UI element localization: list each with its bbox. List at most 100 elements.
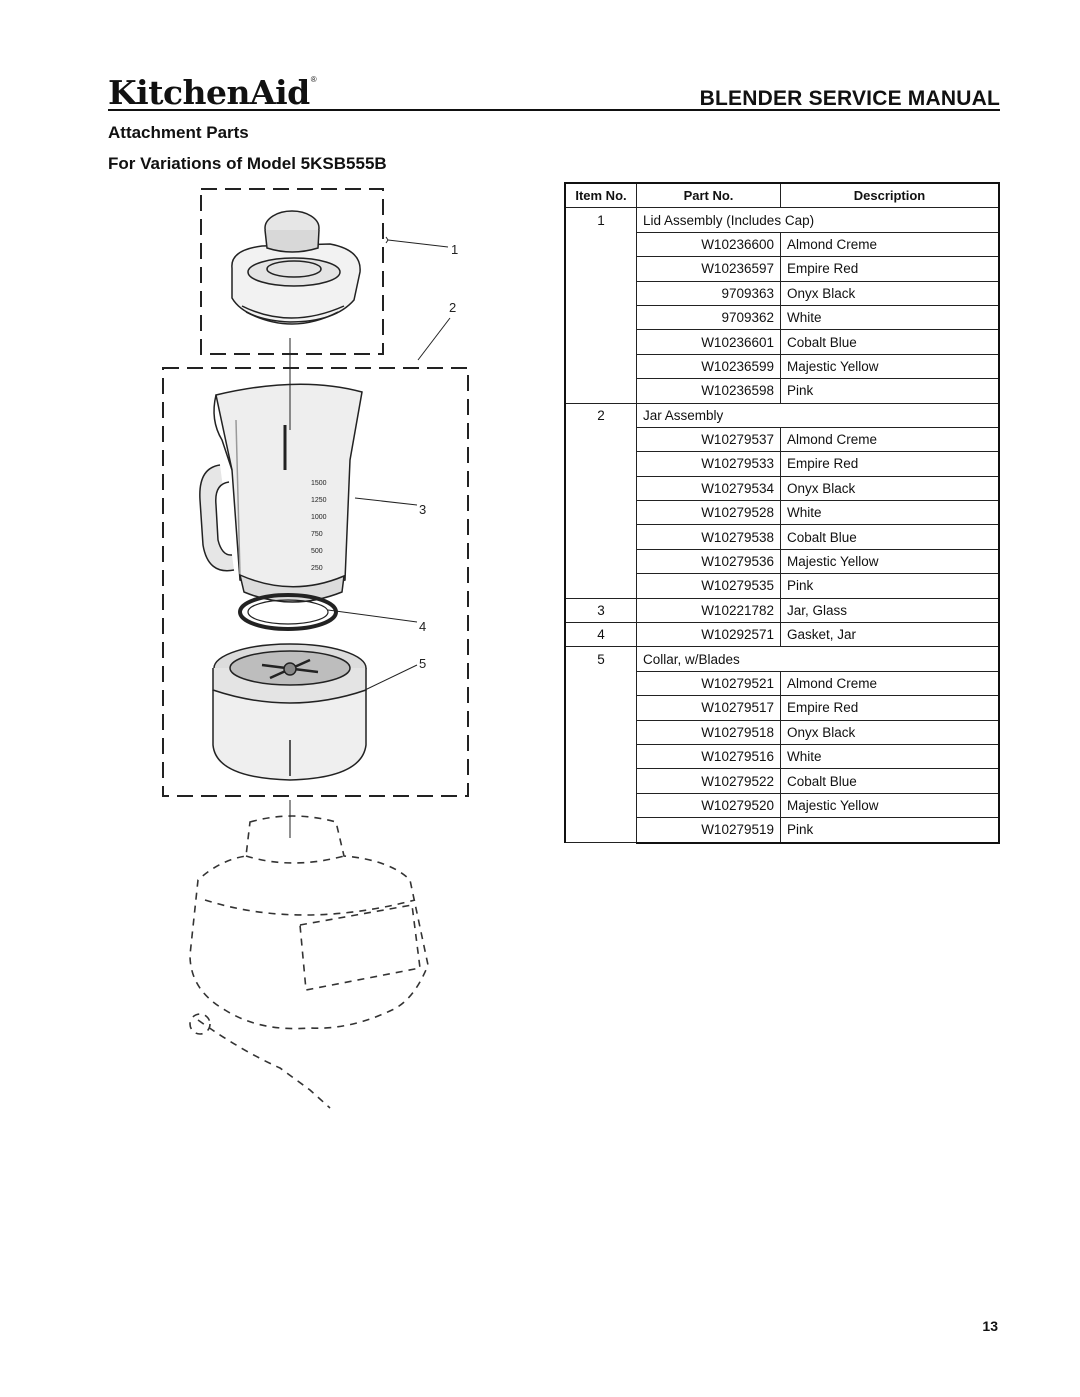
jar-marking: 1000 bbox=[311, 514, 327, 521]
description-cell: White bbox=[780, 304, 1000, 331]
part-no-cell: W10279519 bbox=[636, 817, 781, 844]
item-no-cell bbox=[564, 500, 637, 525]
description-cell: Jar, Glass bbox=[780, 597, 1000, 624]
jar-marking: 1250 bbox=[311, 497, 327, 504]
description-cell: Onyx Black bbox=[780, 719, 1000, 745]
description-cell: Cobalt Blue bbox=[780, 768, 1000, 794]
item-no-cell bbox=[564, 281, 637, 306]
description-cell: Gasket, Jar bbox=[780, 622, 1000, 648]
assembly-name-cell: Lid Assembly (Includes Cap) bbox=[636, 207, 1000, 233]
part-no-cell: 9709363 bbox=[636, 280, 781, 306]
model-title: For Variations of Model 5KSB555B bbox=[108, 154, 387, 173]
part-no-cell: W10279518 bbox=[636, 719, 781, 745]
item-no-cell bbox=[564, 744, 637, 769]
jar-drawing bbox=[199, 383, 363, 603]
assembly-name-cell: Collar, w/Blades bbox=[636, 646, 1000, 672]
item-no-cell bbox=[564, 671, 637, 696]
part-no-cell: 9709362 bbox=[636, 304, 781, 331]
item-no-cell: 3 bbox=[564, 597, 637, 624]
description-cell: Pink bbox=[780, 817, 1000, 844]
jar-marking: 500 bbox=[311, 548, 323, 555]
part-no-cell: W10279528 bbox=[636, 500, 781, 526]
item-no-cell bbox=[564, 305, 637, 330]
description-cell: Empire Red bbox=[780, 256, 1000, 282]
description-cell: White bbox=[780, 500, 1000, 526]
description-cell: Empire Red bbox=[780, 451, 1000, 477]
part-no-cell: W10236599 bbox=[636, 353, 781, 380]
assembly-name-cell: Jar Assembly bbox=[636, 402, 1000, 428]
item-no-cell: 2 bbox=[564, 402, 637, 428]
description-cell: Majestic Yellow bbox=[780, 548, 1000, 575]
description-cell: Majestic Yellow bbox=[780, 792, 1000, 819]
part-no-cell: W10236598 bbox=[636, 378, 781, 404]
jar-marking: 750 bbox=[311, 531, 323, 538]
item-no-cell bbox=[564, 720, 637, 745]
part-no-cell: W10279537 bbox=[636, 426, 781, 453]
callout-4: 4 bbox=[419, 619, 426, 634]
gasket-drawing bbox=[238, 593, 338, 631]
description-cell: Pink bbox=[780, 573, 1000, 599]
jar-marking: 250 bbox=[311, 565, 323, 572]
part-no-cell: W10279533 bbox=[636, 451, 781, 477]
description-cell: Cobalt Blue bbox=[780, 329, 1000, 355]
item-no-cell: 1 bbox=[564, 207, 637, 233]
part-no-cell: W10292571 bbox=[636, 622, 781, 648]
callout-3: 3 bbox=[419, 502, 426, 517]
part-no-cell: W10279536 bbox=[636, 548, 781, 575]
lid-assembly-drawing bbox=[231, 210, 361, 325]
item-no-cell bbox=[564, 817, 637, 844]
brand-name: KitchenAid bbox=[108, 73, 310, 112]
kitchenaid-logo: KitchenAid® bbox=[108, 73, 317, 112]
callout-leaders bbox=[327, 236, 451, 691]
description-cell: Onyx Black bbox=[780, 475, 1000, 502]
item-no-cell: 4 bbox=[564, 622, 637, 648]
exploded-parts-diagram: 1500 1250 1000 750 500 250 1 2 3 bbox=[162, 188, 469, 1109]
item-no-cell bbox=[564, 427, 637, 452]
part-no-cell: W10236600 bbox=[636, 231, 781, 258]
jar-measurement-markings: 1500 1250 1000 750 500 250 bbox=[311, 480, 327, 572]
description-cell: Almond Creme bbox=[780, 231, 1000, 258]
table-header-row: Item No. Part No. Description bbox=[564, 182, 1000, 209]
item-no-cell bbox=[564, 256, 637, 282]
part-no-cell: W10279517 bbox=[636, 695, 781, 721]
item-no-cell bbox=[564, 329, 637, 355]
description-cell: Onyx Black bbox=[780, 280, 1000, 306]
registered-mark: ® bbox=[310, 75, 317, 84]
callout-5: 5 bbox=[419, 656, 426, 671]
item-no-cell bbox=[564, 793, 637, 818]
column-header-description: Description bbox=[780, 182, 1000, 209]
item-no-cell bbox=[564, 695, 637, 721]
item-no-cell bbox=[564, 476, 637, 501]
document-title: BLENDER SERVICE MANUAL bbox=[699, 87, 1000, 110]
description-cell: White bbox=[780, 743, 1000, 770]
item-no-cell bbox=[564, 378, 637, 404]
item-no-cell bbox=[564, 451, 637, 477]
column-header-part-no: Part No. bbox=[636, 182, 781, 209]
description-cell: Almond Creme bbox=[780, 426, 1000, 453]
item-no-cell bbox=[564, 524, 637, 550]
section-title: Attachment Parts bbox=[108, 123, 249, 142]
blender-base-dashed bbox=[189, 815, 429, 1109]
